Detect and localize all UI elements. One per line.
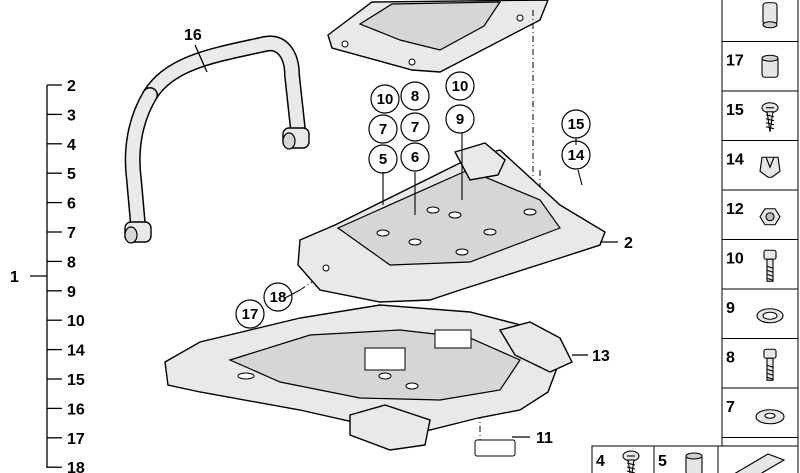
bushing-icon bbox=[761, 54, 779, 78]
circled-callout-c5: 5 bbox=[368, 144, 398, 174]
circled-callout-c14: 14 bbox=[561, 140, 591, 170]
circled-callout-c7b: 7 bbox=[400, 112, 430, 142]
index-item: 14 bbox=[67, 343, 85, 360]
svg-text:5: 5 bbox=[379, 151, 387, 168]
index-item: 16 bbox=[67, 401, 85, 418]
part-number: 5 bbox=[658, 453, 667, 470]
svg-text:6: 6 bbox=[411, 149, 419, 166]
washer-icon bbox=[755, 409, 785, 425]
part-cell: 14 bbox=[721, 140, 799, 191]
svg-text:7: 7 bbox=[379, 121, 387, 138]
part-cell: 17 bbox=[721, 41, 799, 92]
callout-11: 11 bbox=[536, 430, 553, 447]
part-cell: 7 bbox=[721, 387, 799, 438]
bolt-icon bbox=[763, 249, 777, 282]
circled-callout-c15: 15 bbox=[561, 109, 591, 139]
circled-callout-c7a: 7 bbox=[368, 114, 398, 144]
index-item: 2 bbox=[67, 78, 76, 95]
plain-callouts: 16 2 13 11 bbox=[184, 27, 633, 447]
part-cell bbox=[717, 445, 799, 473]
part-number: 4 bbox=[596, 453, 605, 470]
ring-icon bbox=[756, 308, 784, 324]
part-cell: 8 bbox=[721, 338, 799, 389]
svg-text:9: 9 bbox=[456, 111, 464, 128]
svg-text:8: 8 bbox=[411, 88, 419, 105]
grab-handle bbox=[124, 35, 310, 244]
index-item: 4 bbox=[67, 137, 76, 154]
svg-text:14: 14 bbox=[568, 147, 585, 164]
index-item: 6 bbox=[67, 196, 76, 213]
part-number: 15 bbox=[726, 102, 744, 119]
group-label: 1 bbox=[10, 269, 19, 286]
circled-callout-c9: 9 bbox=[445, 104, 475, 134]
bolt-icon bbox=[763, 348, 777, 381]
index-item: 15 bbox=[67, 372, 85, 389]
part-number: 12 bbox=[726, 201, 744, 218]
callout-16: 16 bbox=[184, 27, 202, 44]
part-number: 7 bbox=[726, 399, 735, 416]
index-item: 5 bbox=[67, 166, 76, 183]
svg-text:10: 10 bbox=[377, 91, 394, 108]
part-number: 17 bbox=[726, 53, 744, 70]
circled-callout-c6: 6 bbox=[400, 142, 430, 172]
index-item: 7 bbox=[67, 225, 76, 242]
sleeve-icon bbox=[762, 2, 778, 29]
part-number: 14 bbox=[726, 152, 744, 169]
bushing-icon bbox=[685, 452, 703, 473]
parts-column: 17151412109876 bbox=[721, 0, 799, 473]
shim-icon bbox=[734, 453, 786, 473]
part-cell: 4 bbox=[591, 445, 655, 473]
base-frame bbox=[164, 304, 573, 457]
index-item: 9 bbox=[67, 284, 76, 301]
circled-callouts: 10 8 10 7 7 9 5 6 15 14 17 18 bbox=[235, 71, 591, 329]
part-cell: 5 bbox=[653, 445, 719, 473]
callout-13: 13 bbox=[592, 348, 610, 365]
cover-plate bbox=[327, 0, 549, 73]
part-cell bbox=[721, 0, 799, 42]
index-list: 1 2 3 4 5 6 7 8 9 10 14 15 16 17 18 bbox=[10, 78, 85, 473]
part-cell: 12 bbox=[721, 189, 799, 240]
circled-callout-c17: 17 bbox=[235, 299, 265, 329]
screw-icon bbox=[622, 450, 640, 473]
part-cell: 9 bbox=[721, 288, 799, 339]
index-item: 17 bbox=[67, 431, 85, 448]
index-item: 18 bbox=[67, 460, 85, 473]
circled-callout-c18: 18 bbox=[263, 282, 293, 312]
circled-callout-c10b: 10 bbox=[445, 71, 475, 101]
part-number: 8 bbox=[726, 350, 735, 367]
circled-callout-c8: 8 bbox=[400, 81, 430, 111]
index-item: 3 bbox=[67, 107, 76, 124]
svg-text:17: 17 bbox=[242, 306, 259, 323]
svg-text:18: 18 bbox=[270, 289, 287, 306]
screw-icon bbox=[761, 102, 779, 132]
nut-icon bbox=[759, 208, 781, 226]
index-item: 8 bbox=[67, 254, 76, 271]
svg-text:15: 15 bbox=[568, 116, 585, 133]
rack-carrier bbox=[297, 142, 606, 303]
part-cell: 15 bbox=[721, 90, 799, 141]
circled-leaders bbox=[284, 133, 583, 299]
index-item: 10 bbox=[67, 313, 85, 330]
svg-text:7: 7 bbox=[411, 119, 419, 136]
part-number: 10 bbox=[726, 251, 744, 268]
circled-callout-c10a: 10 bbox=[370, 84, 400, 114]
part-number: 9 bbox=[726, 300, 735, 317]
callout-2: 2 bbox=[624, 235, 633, 252]
svg-text:10: 10 bbox=[452, 78, 469, 95]
clip-icon bbox=[759, 156, 781, 178]
part-cell: 10 bbox=[721, 239, 799, 290]
